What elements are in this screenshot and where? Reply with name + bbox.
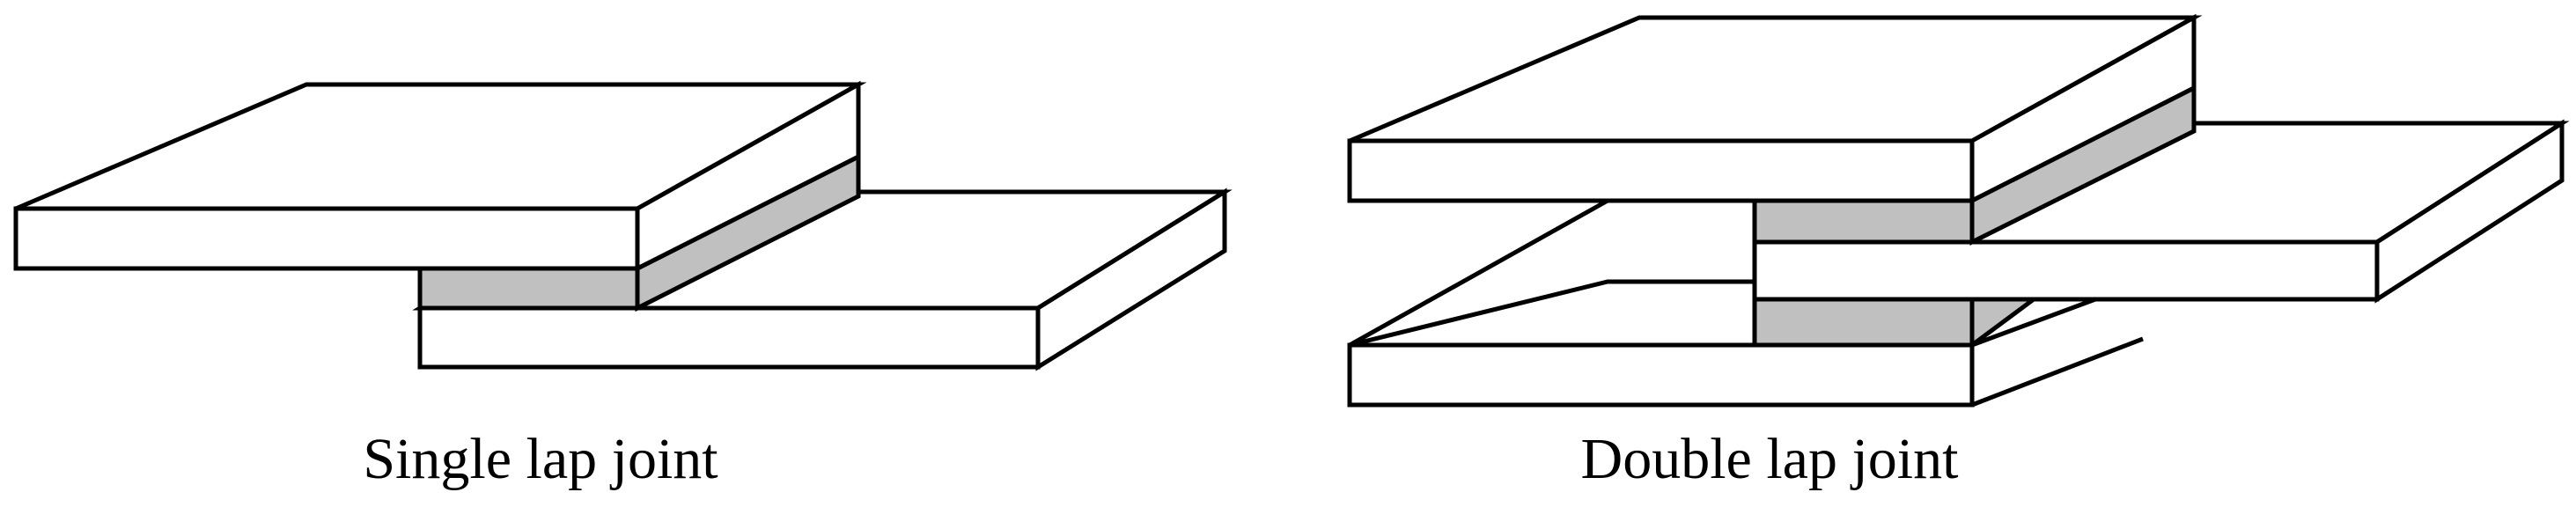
double-middle-plate-front-face [1752,239,2380,302]
single-bottom-plate-front-face [417,305,1041,370]
double-lower-plate-front-face [1347,342,1975,408]
double-upper-adhesive-side [1969,84,2197,246]
double-upper-plate-front-face [1347,138,1975,203]
double-middle-plate [1752,119,2570,304]
single-adhesive-front [417,266,640,311]
single-top-plate-side-face [635,80,861,273]
single-top-plate [13,80,867,273]
single-bottom-plate-side-face [1035,187,1227,371]
double-upper-adhesive-layer [1752,84,2197,246]
double-upper-plate [1347,13,2203,205]
double-lower-plate-side-edge [1971,336,2144,408]
double-middle-plate-side-face [2374,119,2565,304]
double-lower-adhesive-front [1752,297,1975,348]
single-lap-joint-caption: Single lap joint [363,427,718,491]
double-upper-adhesive-front [1752,198,1975,245]
double-lower-plate-back-edge [1348,198,1609,348]
single-top-plate-front-face [13,206,640,271]
single-lap-joint-diagram: Single lap joint [13,80,1233,491]
double-lap-joint-diagram: Double lap joint [1347,13,2570,491]
double-lap-joint-caption: Double lap joint [1581,427,1959,491]
